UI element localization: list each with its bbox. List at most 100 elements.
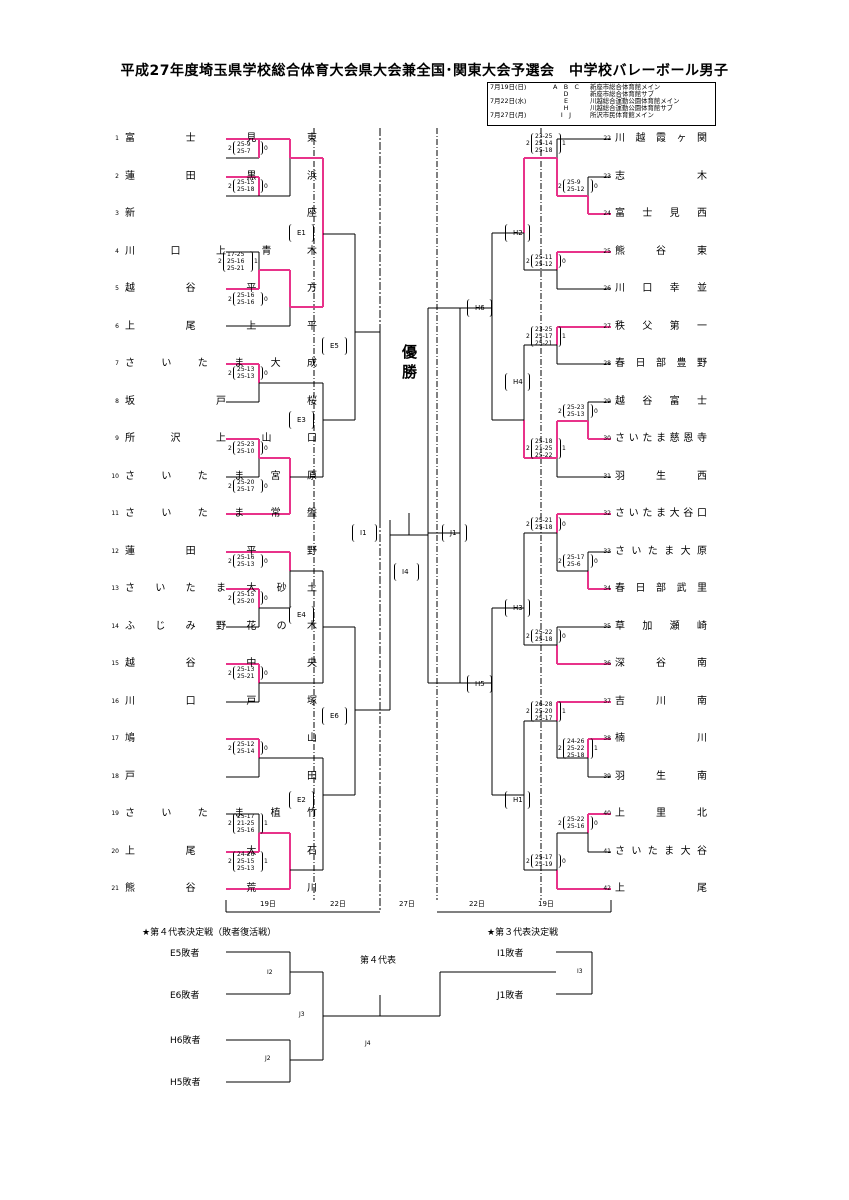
brace-right — [258, 179, 263, 193]
venue-courts: I J — [560, 110, 572, 119]
brace-left — [233, 479, 238, 493]
set-result: 26-28 — [535, 700, 553, 708]
sets-won: 2 — [558, 819, 562, 827]
brace-left — [563, 179, 568, 193]
team-entry: 41 さいたま大谷 — [597, 844, 709, 860]
set-result: 25-22 — [567, 816, 585, 823]
brace-left — [531, 700, 536, 722]
team-name: 鳩山 — [125, 733, 317, 744]
match-code-e2: E2 — [289, 791, 315, 809]
brace-left — [505, 599, 510, 617]
match-code-e1: E1 — [289, 224, 315, 242]
match-code-text: I4 — [402, 568, 409, 576]
team-name: 川口戸塚 — [125, 696, 317, 707]
h5-loser: H5敗者 — [170, 1078, 201, 1088]
match-i2: I2 — [267, 969, 273, 976]
brace-right — [556, 629, 561, 643]
seed-number: 41 — [603, 848, 611, 855]
set-result: 25-22 — [535, 451, 553, 459]
third-rep-title: ★第３代表決定戦 — [487, 928, 559, 938]
set-result: 24-26 — [237, 850, 255, 858]
team-name: 越谷中央 — [125, 658, 317, 669]
sets-lost: 1 — [264, 857, 268, 865]
set-result: 25-11 — [535, 254, 553, 261]
seed-number: 2 — [115, 173, 119, 180]
brace-left — [233, 179, 238, 193]
seed-number: 40 — [603, 810, 611, 817]
match-code-text: H1 — [513, 796, 523, 804]
brace-right — [556, 254, 561, 268]
venue-date: 7月19日(日) — [490, 83, 527, 91]
sets-lost: 0 — [264, 482, 268, 490]
match-code-text: H2 — [513, 229, 523, 237]
e6-loser: E6敗者 — [170, 991, 200, 1001]
sets-won: 2 — [228, 594, 232, 602]
venue-date: 7月22日(水) — [490, 96, 527, 105]
brace-right — [588, 404, 593, 418]
match-code-e4: E4 — [289, 606, 315, 624]
sets-lost: 0 — [594, 182, 598, 190]
set-result: 25-19 — [535, 861, 553, 868]
brace-right — [525, 224, 530, 242]
brace-left — [531, 854, 536, 868]
brace-right — [556, 854, 561, 868]
brace-right — [342, 337, 347, 355]
brace-right — [525, 791, 530, 809]
brace-right — [258, 292, 263, 306]
brace-right — [556, 325, 561, 347]
brace-left — [505, 791, 510, 809]
match-i3: I3 — [577, 968, 583, 975]
sets-lost: 0 — [562, 257, 566, 265]
set-result: 25-23 — [237, 441, 255, 448]
team-name: 羽生西 — [615, 471, 707, 482]
sets-lost: 0 — [264, 744, 268, 752]
team-name: 深谷南 — [615, 658, 707, 669]
brace-left — [531, 517, 536, 531]
sets-lost: 1 — [562, 332, 566, 340]
match-code-j1: J1 — [442, 524, 468, 542]
team-name: さいたま大砂土 — [125, 583, 317, 594]
team-name: さいたま大谷 — [615, 846, 707, 857]
date-22-left: 22日 — [330, 900, 346, 908]
team-name: 蓮田平野 — [125, 546, 317, 557]
e5-loser: E5敗者 — [170, 949, 200, 959]
team-name: 草加瀬崎 — [615, 621, 707, 632]
seed-number: 1 — [115, 135, 119, 142]
sets-won: 2 — [228, 444, 232, 452]
seed-number: 28 — [603, 360, 611, 367]
set-result: 25-22 — [567, 744, 585, 752]
brace-right — [372, 524, 377, 542]
sets-lost: 1 — [254, 257, 258, 265]
fourth-rep-title: ★第４代表決定戦（敗者復活戦） — [142, 928, 277, 938]
team-name: 越谷富士 — [615, 396, 707, 407]
brace-left — [531, 437, 536, 459]
brace-left — [289, 606, 294, 624]
sets-won: 2 — [558, 407, 562, 415]
brace-left — [233, 666, 238, 680]
seed-number: 7 — [115, 360, 119, 367]
match-code-e5: E5 — [322, 337, 348, 355]
set-result: 25-13 — [237, 373, 255, 380]
match-code-text: E4 — [297, 611, 306, 619]
venue-courts: D — [563, 89, 569, 98]
brace-right — [525, 373, 530, 391]
set-result: 25-18 — [535, 146, 553, 154]
venue-name: 川越総合運動公園体育館サブ — [590, 103, 674, 112]
sets-won: 2 — [228, 295, 232, 303]
